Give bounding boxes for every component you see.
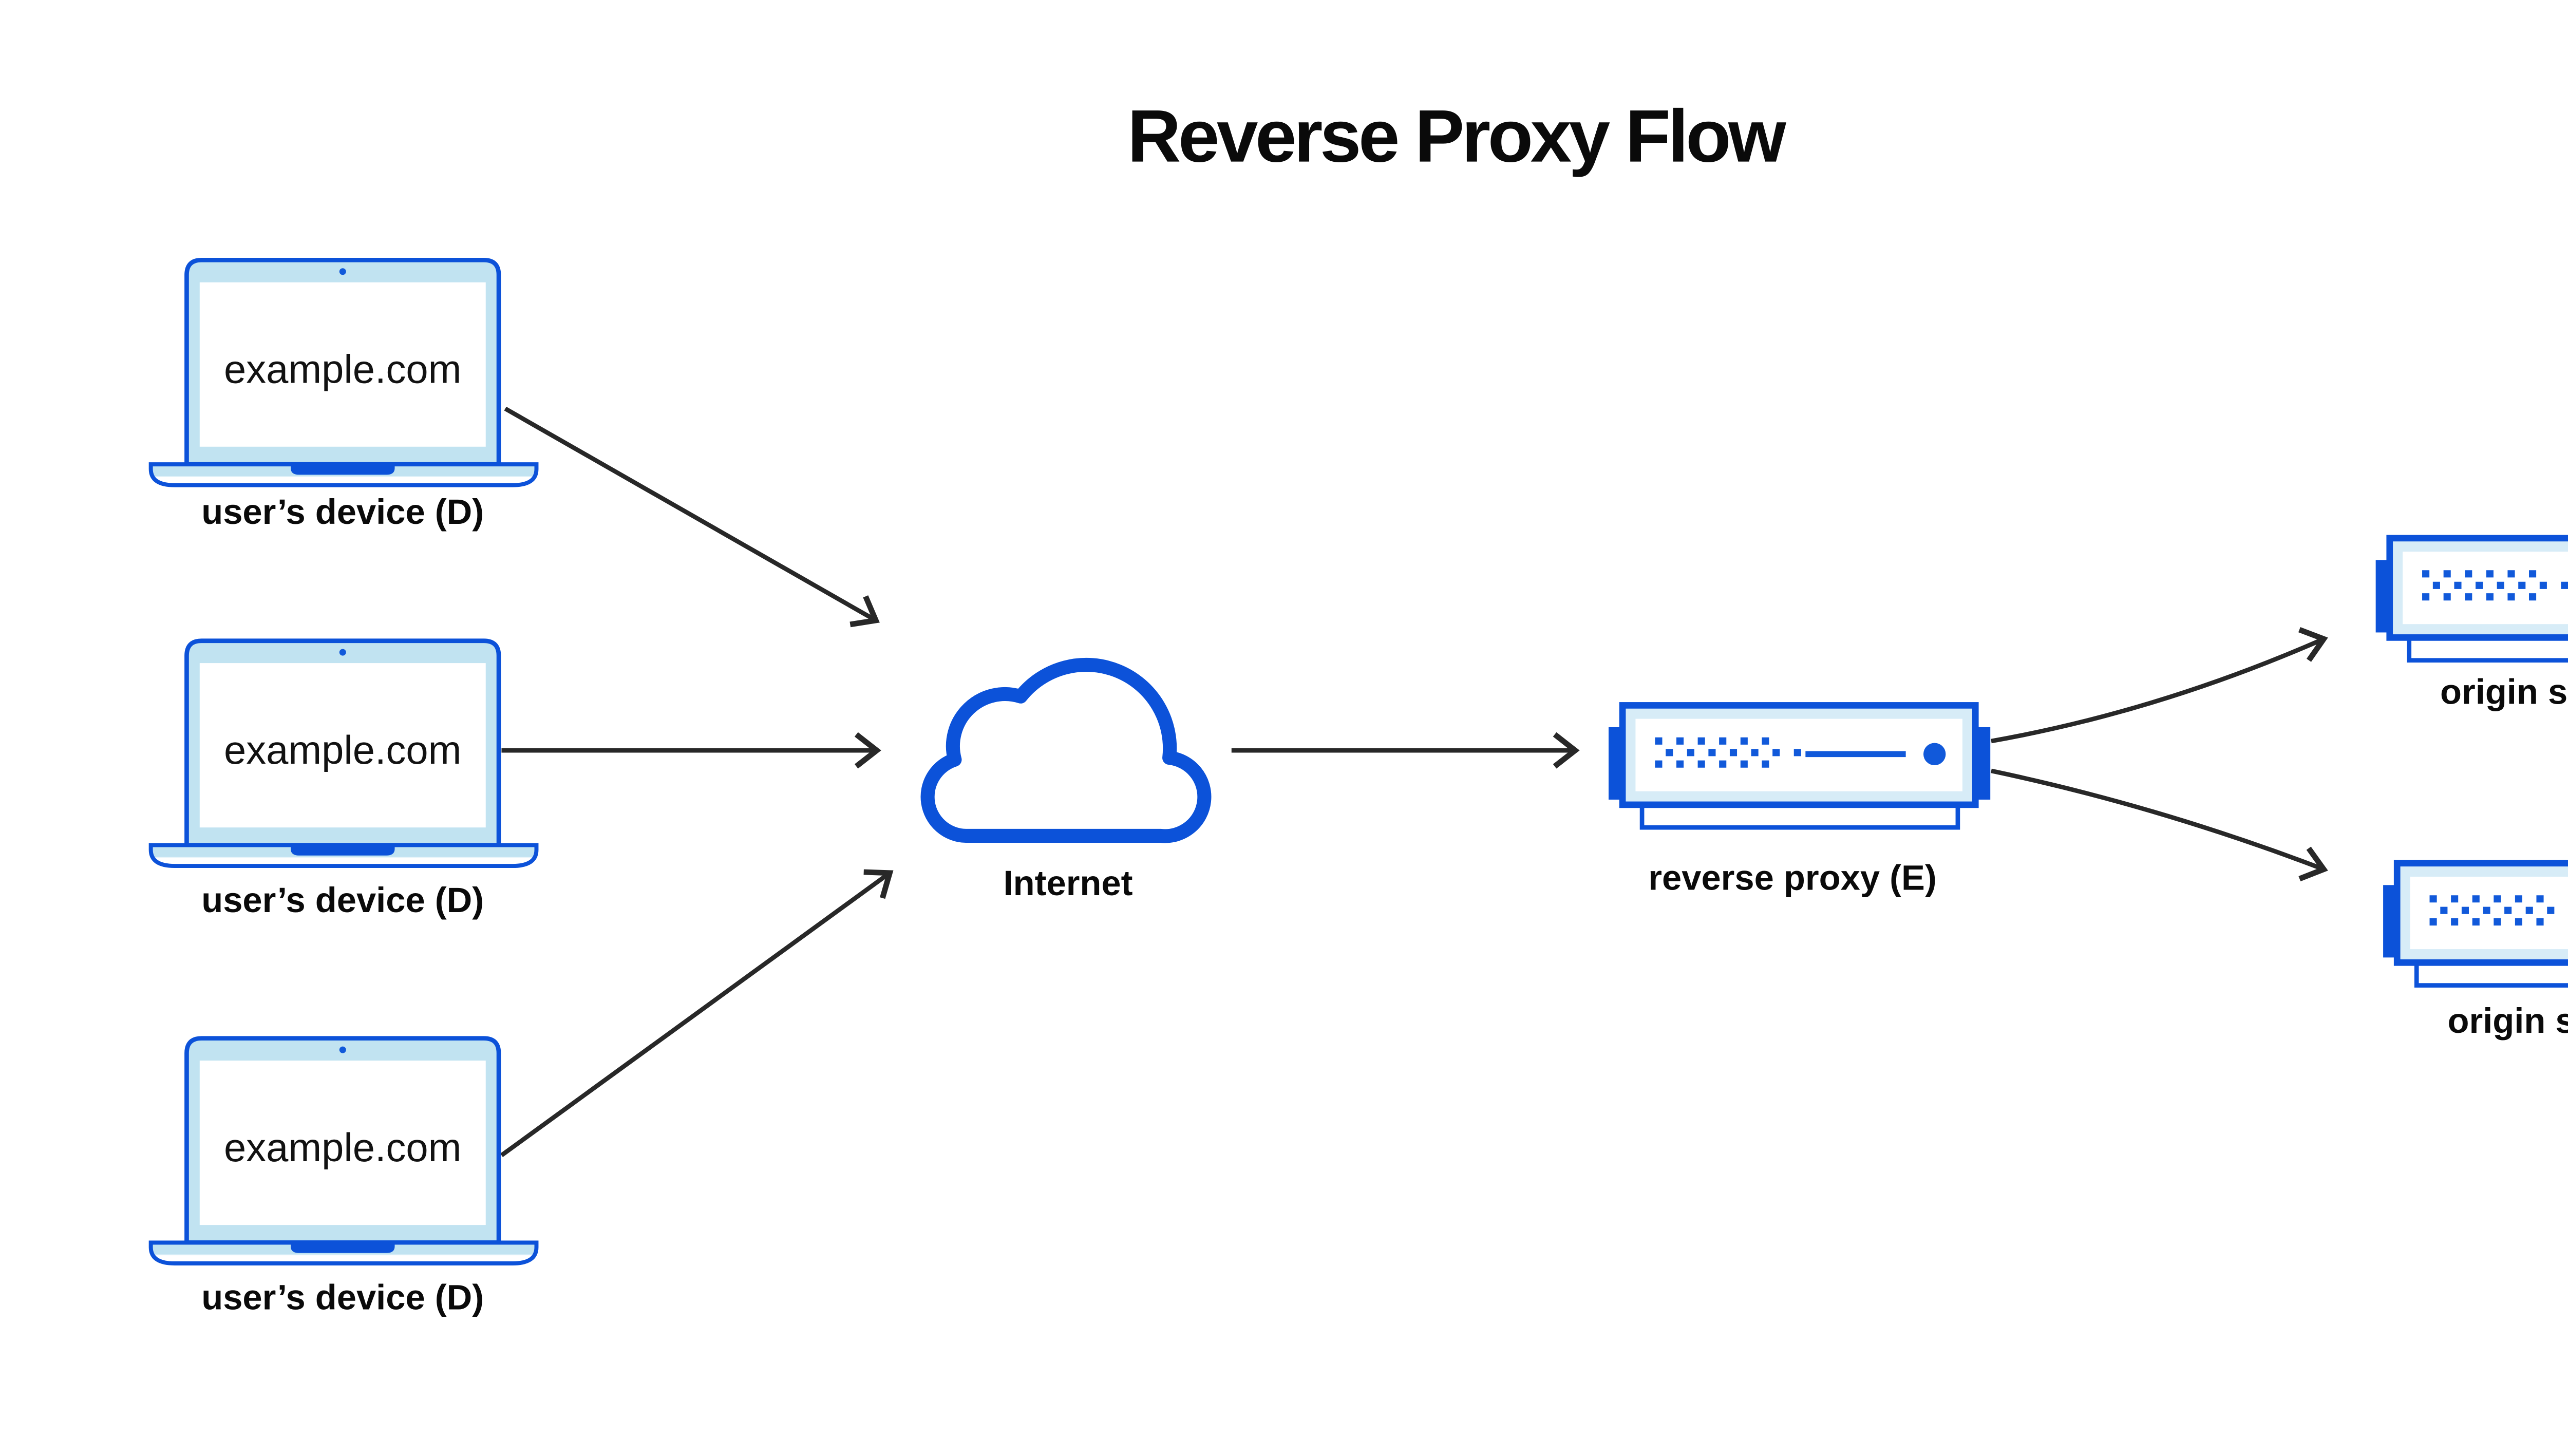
webcam-icon [338,1046,345,1053]
arrowhead-icon [863,869,894,899]
arrowhead-icon [849,595,880,628]
server-icon-origin-2 [2383,860,2568,988]
screen-url-text: example.com [223,728,460,772]
arrowhead-icon [1553,732,1580,769]
label-user-device-1: user’s device (D) [201,494,484,533]
laptop-hinge-notch [290,1242,394,1253]
label-reverse-proxy: reverse proxy (E) [1648,860,1937,899]
internet-cloud-icon [920,657,1212,843]
laptop-hinge-notch [290,463,394,474]
laptop-icon-device-1: example.com [147,257,538,486]
laptop-hinge-notch [290,845,394,856]
server-vents-icon [2429,895,2555,926]
arrow-device3-to-internet [500,869,894,1158]
arrow-proxy-to-origin2 [1991,768,2328,882]
label-user-device-2: user’s device (D) [201,882,484,921]
laptop-icon-device-3: example.com [147,1036,538,1265]
screen-url-text: example.com [223,1126,460,1170]
server-icon-reverse-proxy [1608,702,1991,830]
laptop-screen [198,281,485,446]
arrowhead-icon [854,732,881,769]
screen-url-text: example.com [223,347,460,391]
webcam-icon [338,649,345,656]
label-origin-server-2: origin server (F) [2447,1003,2568,1042]
server-icon-origin-1 [2375,535,2568,663]
laptop-icon-device-2: example.com [147,638,538,868]
arrow-internet-to-proxy [1231,732,1580,769]
diagram-title: Reverse Proxy Flow [1127,97,1786,179]
arrow-proxy-to-origin1 [1991,627,2328,744]
webcam-icon [338,267,345,274]
label-origin-server-1: origin server (F) [2440,674,2568,713]
arrow-device2-to-internet [501,732,881,769]
edge-arrows [500,406,2328,1158]
label-user-device-3: user’s device (D) [201,1279,484,1319]
server-power-dot [1923,743,1946,766]
arrowhead-icon [2298,846,2328,882]
arrowhead-icon [2298,627,2328,662]
arrow-device1-to-internet [504,406,880,628]
laptop-screen [198,1061,485,1225]
label-internet: Internet [1003,864,1133,904]
laptop-screen [198,663,485,828]
